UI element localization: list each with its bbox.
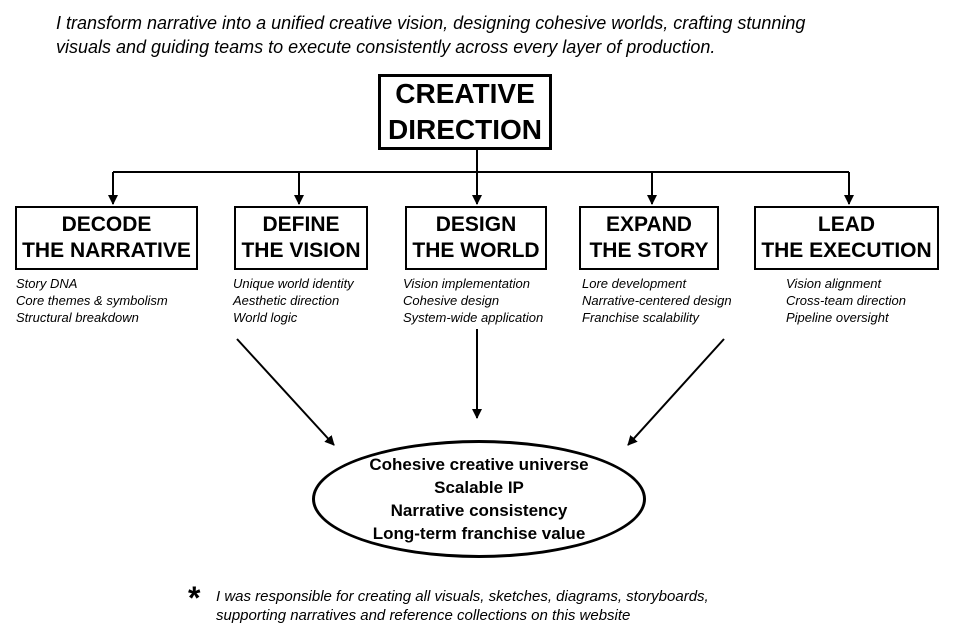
footnote-text: I was responsible for creating all visua…: [216, 587, 856, 625]
outcome-item: Scalable IP: [434, 478, 524, 497]
list-item: Pipeline oversight: [786, 310, 889, 325]
pillar-expand-box: EXPAND THE STORY: [579, 206, 719, 270]
list-item: Vision implementation: [403, 276, 530, 291]
main-title-line-2: DIRECTION: [388, 114, 542, 145]
outcome-item: Narrative consistency: [390, 501, 568, 520]
list-item: Franchise scalability: [582, 310, 700, 325]
pillar-decode-list: Story DNA Core themes & symbolism Struct…: [16, 275, 168, 326]
pillar-title-line-2: THE EXECUTION: [761, 239, 932, 262]
pillar-title-line-1: DEFINE: [262, 213, 340, 236]
pillar-decode-box: DECODE THE NARRATIVE: [15, 206, 198, 270]
list-item: Unique world identity: [233, 276, 354, 291]
pillar-title-line-1: LEAD: [817, 213, 876, 236]
list-item: Story DNA: [16, 276, 78, 291]
pillar-design-box: DESIGN THE WORLD: [405, 206, 547, 270]
pillar-title-line-1: DECODE: [61, 213, 152, 236]
list-item: System-wide application: [403, 310, 544, 325]
pillar-lead-box: LEAD THE EXECUTION: [754, 206, 939, 270]
intro-text: I transform narrative into a unified cre…: [56, 11, 916, 59]
list-item: Aesthetic direction: [233, 293, 340, 308]
outcome-item: Cohesive creative universe: [369, 455, 589, 474]
pillar-title-line-2: THE VISION: [241, 239, 361, 262]
pillar-title-line-1: DESIGN: [435, 213, 517, 236]
outcomes-ellipse: Cohesive creative universe Scalable IP N…: [312, 440, 646, 558]
footnote-line-1: I was responsible for creating all visua…: [216, 588, 709, 605]
outcome-item: Long-term franchise value: [372, 524, 586, 543]
pillar-title-line-1: EXPAND: [606, 213, 692, 236]
creative-direction-box: CREATIVE DIRECTION: [378, 74, 552, 150]
list-item: Cohesive design: [403, 293, 500, 308]
list-item: Structural breakdown: [16, 310, 139, 325]
list-item: Core themes & symbolism: [16, 293, 168, 308]
pillar-lead-list: Vision alignment Cross-team direction Pi…: [786, 275, 906, 326]
footnote-line-2: supporting narratives and reference coll…: [216, 607, 631, 624]
pillar-define-list: Unique world identity Aesthetic directio…: [233, 275, 354, 326]
intro-line-1: I transform narrative into a unified cre…: [56, 13, 806, 33]
list-item: Narrative-centered design: [582, 293, 732, 308]
asterisk-icon: *: [188, 580, 201, 616]
converge-arrow-left: [236, 338, 335, 446]
pillar-expand-list: Lore development Narrative-centered desi…: [582, 275, 732, 326]
list-item: Vision alignment: [786, 276, 882, 291]
converge-arrow-right: [627, 338, 725, 446]
list-item: Cross-team direction: [786, 293, 906, 308]
pillar-title-line-2: THE STORY: [589, 239, 709, 262]
intro-line-2: visuals and guiding teams to execute con…: [56, 37, 716, 57]
main-title-line-1: CREATIVE: [395, 78, 535, 109]
list-item: Lore development: [582, 276, 687, 291]
pillar-design-list: Vision implementation Cohesive design Sy…: [403, 275, 543, 326]
pillar-define-box: DEFINE THE VISION: [234, 206, 368, 270]
pillar-title-line-2: THE WORLD: [412, 239, 540, 262]
list-item: World logic: [233, 310, 298, 325]
pillar-title-line-2: THE NARRATIVE: [22, 239, 191, 262]
